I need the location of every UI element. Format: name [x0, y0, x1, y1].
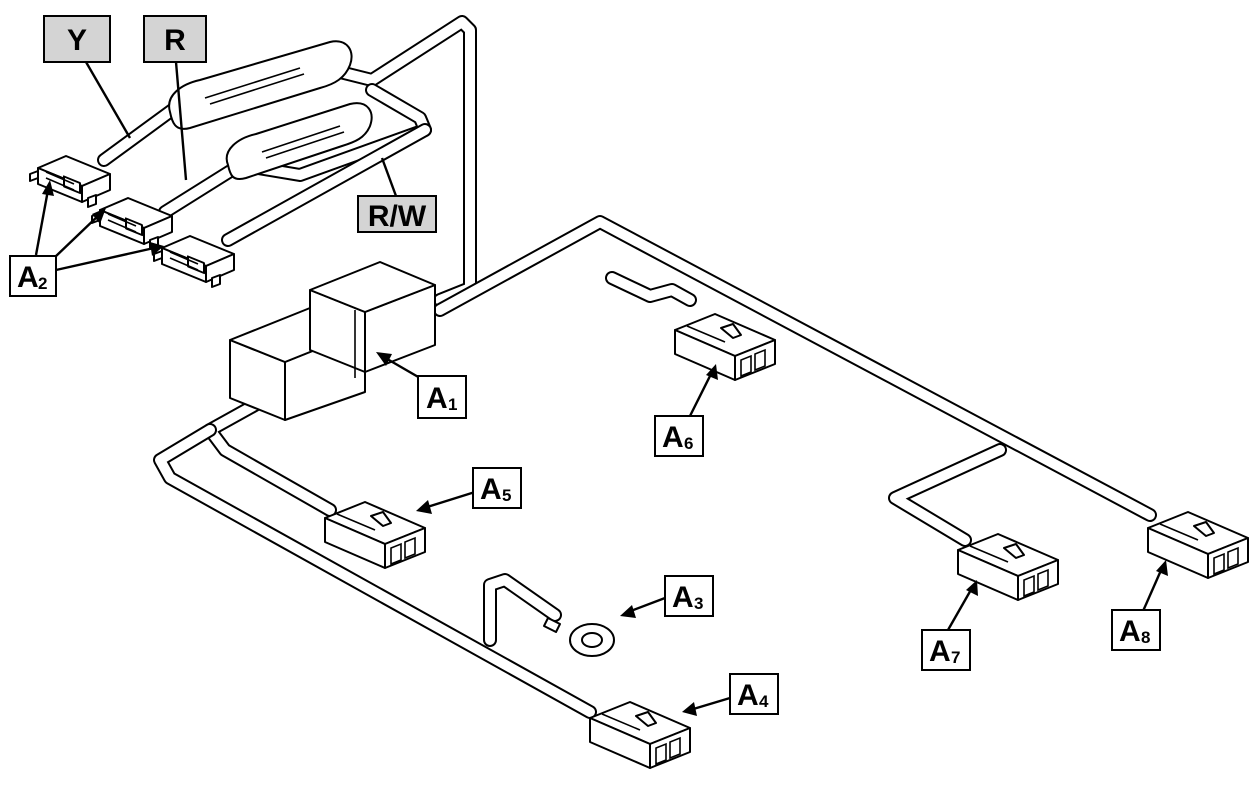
connector-a5 [324, 501, 426, 569]
label-a5: A 5 [472, 467, 522, 509]
label-a7-sub: 7 [951, 648, 960, 667]
arrow-a4 [682, 696, 731, 716]
label-a5-sub: 5 [502, 486, 511, 505]
arrow-a2-middle [53, 208, 106, 259]
label-a3: A 3 [664, 575, 714, 617]
leader-y [84, 61, 132, 139]
arrow-a5 [416, 490, 476, 514]
arrow-a3 [620, 596, 666, 618]
label-a1-sub: 1 [448, 395, 457, 414]
wire-color-tag-rw: R/W [357, 195, 437, 233]
label-a3-letter: A [672, 581, 694, 614]
connector-a6 [674, 313, 776, 381]
arrow-a2-top [34, 180, 54, 256]
connector-a2-top [29, 155, 111, 208]
leader-rw [380, 157, 398, 197]
wire-color-tag-rw-text: R/W [368, 200, 427, 233]
wire-color-tag-r: R [143, 15, 207, 63]
connector-a2-bottom [153, 235, 235, 288]
arrow-a7 [946, 580, 978, 631]
label-a4: A 4 [729, 673, 779, 715]
arrow-a6 [686, 364, 718, 421]
label-a4-letter: A [737, 679, 759, 712]
label-a6: A 6 [654, 415, 704, 457]
label-a8-letter: A [1119, 615, 1141, 648]
connector-a2-middle [91, 197, 173, 250]
label-a6-letter: A [662, 421, 684, 454]
connector-a4 [589, 701, 691, 769]
label-a6-sub: 6 [684, 434, 693, 453]
label-a8: A 8 [1111, 609, 1161, 651]
arrow-a1 [376, 352, 421, 380]
leader-r [174, 61, 188, 181]
label-a2-sub: 2 [38, 274, 47, 293]
wire-color-tag-y-text: Y [67, 24, 87, 57]
wire-harness-lines [97, 15, 1157, 719]
label-a8-sub: 8 [1141, 628, 1150, 647]
sleeve-tubes [168, 40, 373, 180]
label-a2: A 2 [9, 255, 57, 297]
label-a1-letter: A [426, 382, 448, 415]
wire-color-tag-y: Y [43, 15, 111, 63]
label-a3-sub: 3 [694, 594, 703, 613]
label-a4-sub: 4 [759, 692, 769, 711]
ring-terminal-a3 [543, 617, 615, 657]
arrow-a2-bottom [55, 242, 164, 272]
label-a7-letter: A [929, 635, 951, 668]
label-a1: A 1 [417, 375, 467, 419]
label-a5-letter: A [480, 473, 502, 506]
junction-box-a1 [229, 261, 436, 421]
pointer-arrows [34, 61, 1168, 716]
wire-color-tag-r-text: R [164, 24, 186, 57]
label-a7: A 7 [921, 629, 971, 671]
label-a2-letter: A [17, 261, 39, 294]
